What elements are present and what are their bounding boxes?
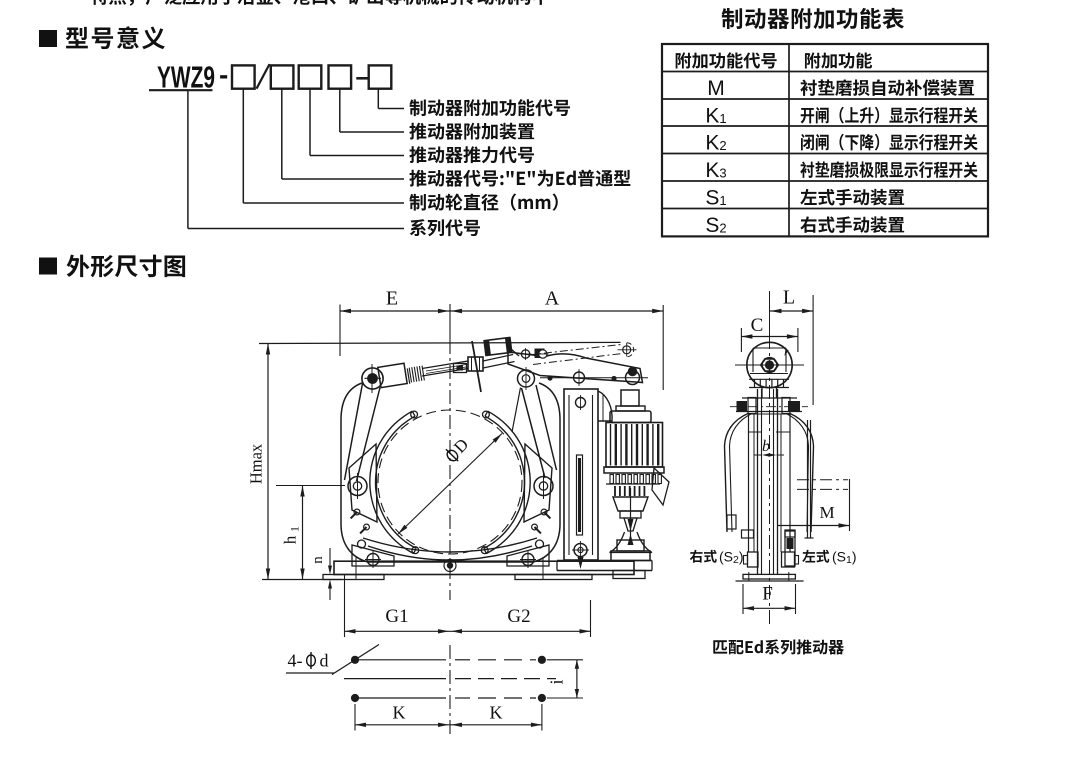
svg-text:G1: G1	[385, 606, 408, 627]
svg-text:L: L	[783, 287, 795, 309]
svg-text:M: M	[707, 77, 725, 100]
svg-text:F: F	[762, 584, 773, 605]
svg-text:S1: S1	[705, 187, 726, 210]
svg-text:Hmax: Hmax	[247, 443, 266, 484]
svg-text:M: M	[819, 503, 834, 522]
svg-text:4-: 4-	[288, 651, 303, 671]
svg-text:K3: K3	[705, 159, 726, 182]
svg-text:C: C	[751, 315, 764, 336]
svg-text:G2: G2	[507, 606, 530, 627]
svg-text:K2: K2	[705, 132, 726, 155]
svg-text:(S2): (S2)	[719, 549, 744, 567]
svg-text:S2: S2	[705, 214, 726, 237]
svg-text:h: h	[281, 535, 300, 544]
svg-text:K: K	[490, 703, 503, 723]
svg-text:(S1): (S1)	[832, 549, 857, 567]
svg-text:n: n	[310, 556, 326, 564]
svg-text:K1: K1	[705, 105, 726, 128]
svg-text:1: 1	[288, 526, 302, 532]
svg-text:-: -	[219, 59, 228, 90]
svg-text:d: d	[320, 651, 329, 671]
svg-text:E: E	[386, 288, 398, 310]
svg-text:K: K	[393, 703, 406, 723]
svg-text:i: i	[547, 679, 567, 684]
svg-text:b: b	[762, 438, 770, 455]
svg-text:A: A	[545, 288, 560, 310]
svg-text:YWZ9: YWZ9	[157, 60, 215, 95]
